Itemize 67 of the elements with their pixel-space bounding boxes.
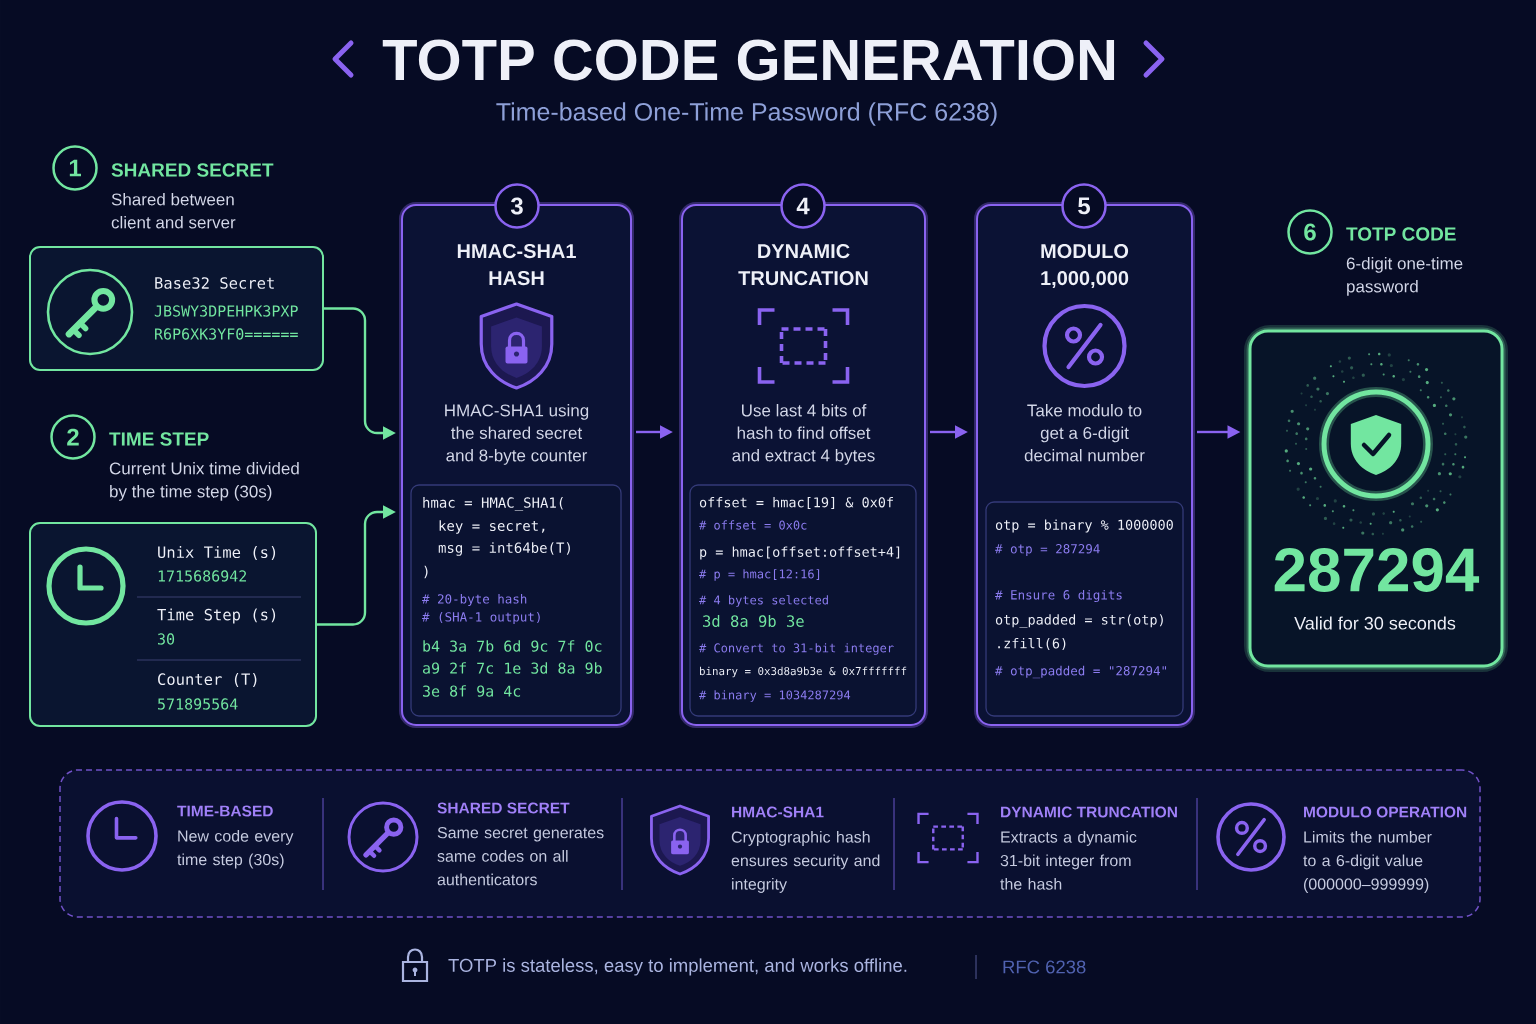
feature-heading: SHARED SECRET [437, 802, 570, 814]
step-heading: TOTP CODE [1346, 227, 1456, 241]
code-line: 3d 8a 9b 3e [703, 615, 804, 627]
title: TOTP CODE GENERATION [382, 39, 1115, 81]
code-line: # offset = 0x0c [699, 520, 807, 530]
field-label: Base32 Secret [155, 277, 274, 289]
validity-text: Valid for 30 seconds [1294, 616, 1456, 630]
stage-heading: MODULO 1,000,000 [1041, 244, 1129, 289]
code-line: binary = 0x3d8a9b3e & 0x7fffffff [700, 666, 907, 678]
step-heading: SHARED SECRET [111, 163, 274, 177]
field-value: R6P6XK3YF0====== [155, 328, 298, 340]
step-number: 1 [52, 145, 98, 191]
code-line: otp_padded = str(otp) [995, 614, 1163, 628]
footer-note: TOTP is stateless, easy to implement, and works offline. [448, 958, 907, 976]
code-line: a9 2f 7c 1e 3d 8a 9b [423, 662, 602, 674]
step-number: 6 [1287, 209, 1333, 255]
step-number: 4 [780, 183, 826, 229]
step-description: Current Unix time divided by the time step (30s) [109, 462, 299, 501]
feature-description: Cryptographic hash ensures security and integrity [731, 831, 880, 893]
code-line: 3e 8f 9a 4c [423, 685, 521, 697]
field-value: 30 [158, 633, 175, 645]
field-label: Counter (T) [158, 673, 257, 687]
stage-description: HMAC-SHA1 using the shared secret and 8-byte counter [445, 404, 589, 465]
field-value: 1715686942 [158, 570, 247, 582]
code-line: .zfill(6) [998, 637, 1066, 651]
step-description: Shared between client and server [111, 193, 236, 229]
subtitle: Time-based One-Time Password (RFC 6238) [496, 102, 997, 126]
feature-heading: DYNAMIC TRUNCATION [1001, 806, 1177, 818]
code-line: # 20-byte hash [422, 593, 527, 607]
stage-description: Take modulo to get a 6-digit decimal number [1024, 404, 1145, 462]
step-number: 3 [494, 183, 540, 229]
code-line: # otp = 287294 [995, 544, 1100, 556]
code-line: b4 3a 7b 6d 9c 7f 0c [423, 640, 602, 652]
feature-description: New code every time step (30s) [177, 830, 294, 869]
code-line: ) [424, 565, 428, 579]
feature-heading: TIME-BASED [177, 805, 273, 817]
code-line: # Ensure 6 digits [995, 589, 1122, 603]
step-number: 2 [50, 414, 96, 460]
feature-description: Extracts a dynamic 31-bit integer from the hash [1000, 831, 1137, 890]
step-description: 6-digit one-time password [1346, 257, 1463, 296]
code-line: otp = binary % 1000000 [995, 519, 1173, 533]
otp-code: 287294 [1274, 548, 1480, 592]
code-line: # binary = 1034287294 [699, 690, 851, 702]
feature-description: Same secret generates same codes on all authenticators [437, 827, 604, 886]
code-line: key = secret, [439, 520, 545, 534]
code-line: msg = int64be(T) [438, 542, 570, 556]
feature-heading: HMAC-SHA1 [732, 806, 824, 818]
step-number: 5 [1061, 183, 1107, 229]
field-value: JBSWY3DPEHPK3PXP [154, 305, 298, 317]
reference-text: RFC 6238 [1003, 960, 1086, 974]
code-line: p = hmac[offset:offset+4] [700, 546, 900, 560]
code-line: # otp_padded = "287294" [995, 665, 1166, 679]
stage-description: Use last 4 bits of hash to find offset and extract 4 bytes [732, 404, 875, 465]
code-line: offset = hmac[19] & 0x0f [699, 497, 893, 509]
code-line: # Convert to 31-bit integer [699, 643, 894, 655]
field-value: 571895564 [158, 698, 238, 710]
feature-heading: MODULO OPERATION [1304, 806, 1467, 818]
field-label: Unix Time (s) [158, 546, 276, 560]
feature-description: Limits the number to a 6-digit value (000000–999999) [1303, 831, 1432, 893]
code-line: # p = hmac[12:16] [699, 569, 820, 581]
stage-heading: HMAC-SHA1 HASH [457, 244, 576, 286]
stage-heading: DYNAMIC TRUNCATION [738, 244, 868, 286]
code-line: # 4 bytes selected [699, 595, 828, 607]
code-line: # (SHA-1 output) [422, 611, 540, 625]
code-line: hmac = HMAC_SHA1( [423, 497, 563, 511]
step-heading: TIME STEP [109, 432, 209, 446]
field-label: Time Step (s) [157, 608, 276, 624]
